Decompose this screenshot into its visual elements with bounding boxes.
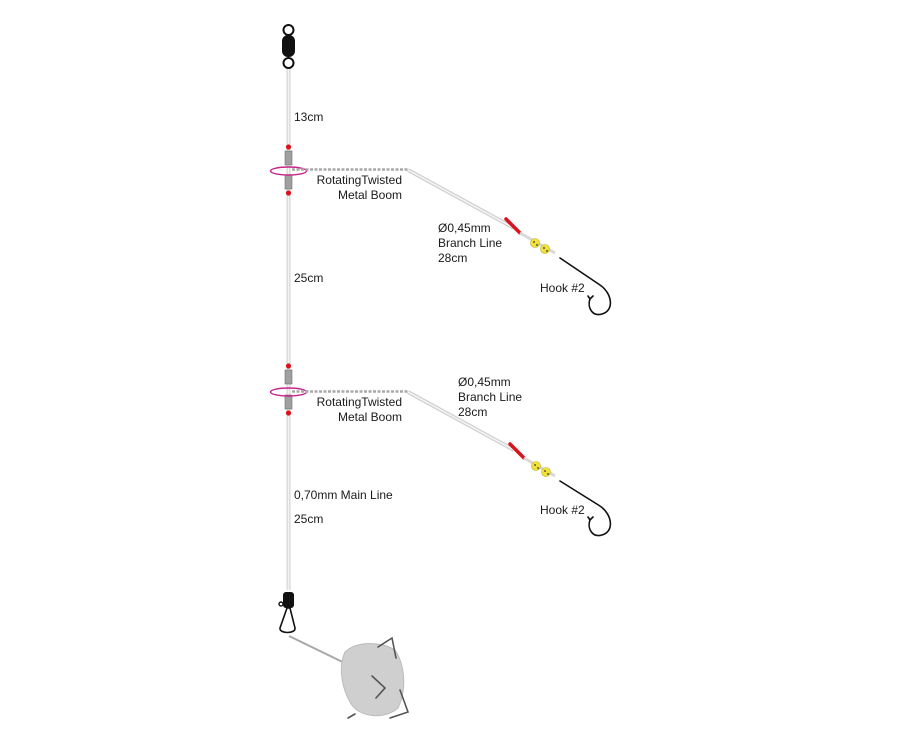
barrel-swivel-icon: [282, 24, 295, 69]
branch-1-label-line2: Branch Line: [438, 236, 503, 250]
snap-swivel-icon: [278, 592, 296, 634]
sinker-icon: [288, 635, 410, 719]
segment-length-top: 13cm: [294, 110, 324, 124]
branch-1-label: Ø0,45mm Branch Line 28cm: [438, 221, 502, 266]
branch-2-label-line3: 28cm: [458, 405, 488, 419]
boom-1-label-line2: Metal Boom: [337, 188, 402, 202]
rotating-boom-1: [269, 144, 408, 196]
boom-1-label-line1: RotatingTwisted: [316, 173, 402, 187]
boom-1-label: RotatingTwisted Metal Boom: [300, 173, 402, 203]
lure-beads-1: [530, 238, 550, 254]
lure-beads-2: [531, 461, 551, 477]
branch-line-2: [407, 390, 556, 478]
hook-2-icon: [559, 480, 612, 537]
segment-length-mid: 25cm: [294, 271, 324, 285]
hook-1-icon: [559, 257, 612, 316]
branch-2-label-line2: Branch Line: [458, 390, 523, 404]
boom-2-label: RotatingTwisted Metal Boom: [300, 395, 402, 425]
rotating-boom-2: [269, 363, 408, 416]
branch-line-1: [407, 168, 556, 255]
branch-1-label-line1: Ø0,45mm: [438, 221, 491, 235]
branch-1-label-line3: 28cm: [438, 251, 468, 265]
hook-1-label: Hook #2: [540, 281, 585, 295]
boom-2-label-line1: RotatingTwisted: [316, 395, 402, 409]
segment-length-bottom: 25cm: [294, 512, 324, 526]
main-line-label: 0,70mm Main Line: [294, 488, 393, 502]
boom-2-label-line2: Metal Boom: [337, 410, 402, 424]
branch-2-label-line1: Ø0,45mm: [458, 375, 511, 389]
branch-2-label: Ø0,45mm Branch Line 28cm: [458, 375, 522, 420]
hook-2-label: Hook #2: [540, 503, 585, 517]
